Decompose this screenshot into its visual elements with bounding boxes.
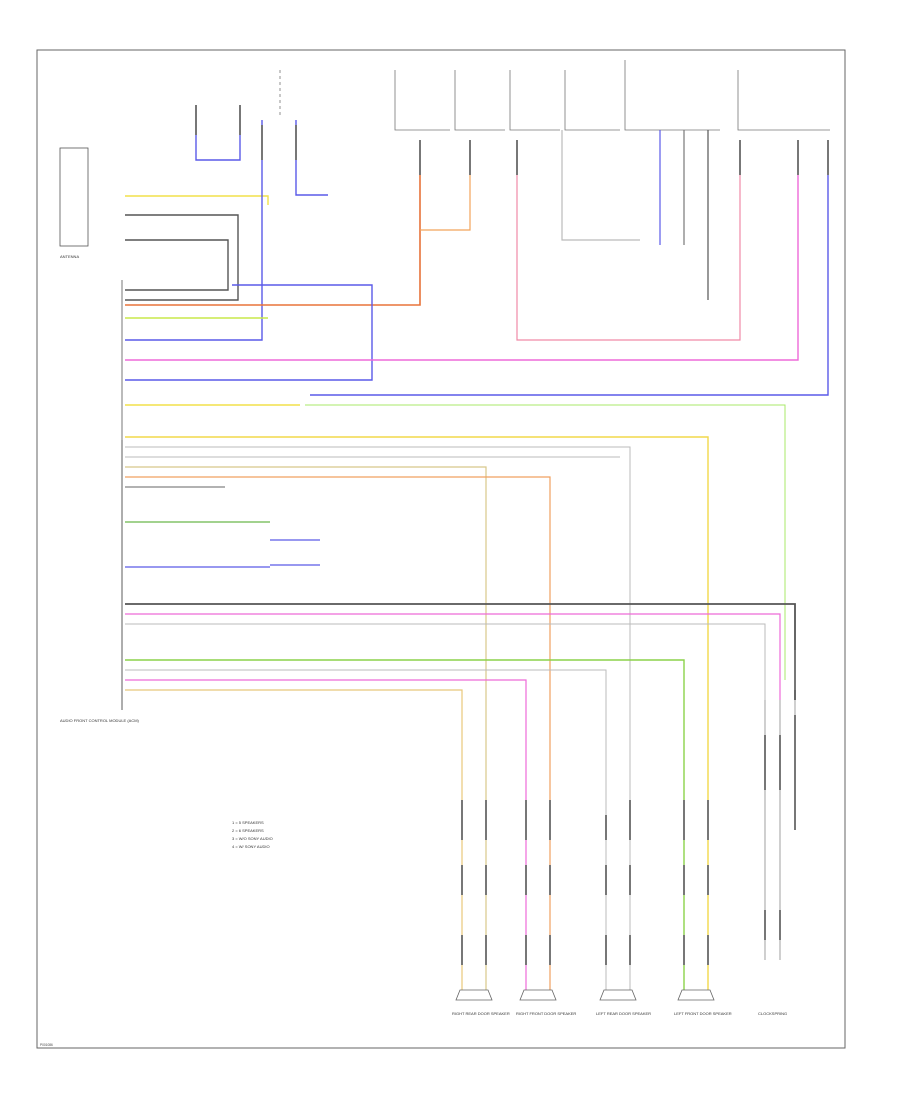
speaker-lf: LEFT FRONT DOOR SPEAKER — [674, 989, 732, 1016]
legend-line-2: 2 = 6 SPEAKERS — [232, 828, 264, 833]
wire-dark-1 — [125, 214, 239, 301]
wire-yellow-lf — [125, 436, 709, 990]
wire-pink-rf — [125, 679, 527, 990]
wire-blue-right — [310, 150, 829, 396]
wire-blue-long — [125, 284, 373, 381]
wire-gray-lr — [125, 669, 607, 990]
wire-dark-2 — [125, 239, 229, 291]
wire-pink-bottom — [125, 613, 781, 700]
speaker-rr-label: RIGHT REAR DOOR SPEAKER — [452, 1011, 510, 1016]
wire-orange-2 — [420, 150, 471, 231]
wire-blue-3 — [295, 120, 328, 196]
legend-line-1: 1 = 5 SPEAKERS — [232, 820, 264, 825]
wire-green-right — [305, 404, 786, 680]
wire-green-lf — [125, 659, 685, 990]
wire-pink-long — [125, 150, 799, 361]
speaker-lf-label: LEFT FRONT DOOR SPEAKER — [674, 1011, 732, 1016]
clockspring: CLOCKSPRING — [758, 1011, 787, 1016]
speaker-rr: RIGHT REAR DOOR SPEAKER — [452, 989, 510, 1016]
connector-marks — [195, 105, 829, 965]
wire-yellow-top — [125, 195, 269, 205]
legend: 1 = 5 SPEAKERS 2 = 6 SPEAKERS 3 = W/O SO… — [232, 820, 273, 849]
wire-red-fuse — [516, 150, 741, 341]
wire-blue-top — [195, 120, 241, 161]
wire-dark-bottom — [125, 603, 796, 700]
top-fuse-blocks — [279, 60, 830, 131]
antenna-label: ANTENNA — [60, 254, 79, 259]
clockspring-label: CLOCKSPRING — [758, 1011, 787, 1016]
wire-tan-rr2 — [125, 689, 463, 990]
antenna-block: ANTENNA — [59, 147, 89, 259]
wire-gray-1 — [125, 446, 631, 990]
speaker-rf-label: RIGHT FRONT DOOR SPEAKER — [516, 1011, 576, 1016]
wire-gray-bottom — [125, 623, 766, 700]
wire-tan-rr — [125, 466, 487, 990]
speaker-rf: RIGHT FRONT DOOR SPEAKER — [516, 989, 576, 1016]
wire-blue-2 — [125, 120, 263, 341]
audio-module-label: AUDIO FRONT CONTROL MODULE (ACM) — [60, 718, 140, 723]
wire-orange — [125, 150, 421, 306]
legend-line-3: 3 = W/O SONY AUDIO — [232, 836, 273, 841]
diagram-frame — [36, 49, 846, 1049]
footer-code: P001086 — [40, 1043, 53, 1047]
audio-module-block: AUDIO FRONT CONTROL MODULE (ACM) — [60, 280, 140, 723]
speaker-lr-label: LEFT REAR DOOR SPEAKER — [596, 1011, 651, 1016]
fuse-internal-wires — [561, 130, 709, 300]
legend-line-4: 4 = W/ SONY AUDIO — [232, 844, 270, 849]
speaker-lr: LEFT REAR DOOR SPEAKER — [596, 989, 651, 1016]
